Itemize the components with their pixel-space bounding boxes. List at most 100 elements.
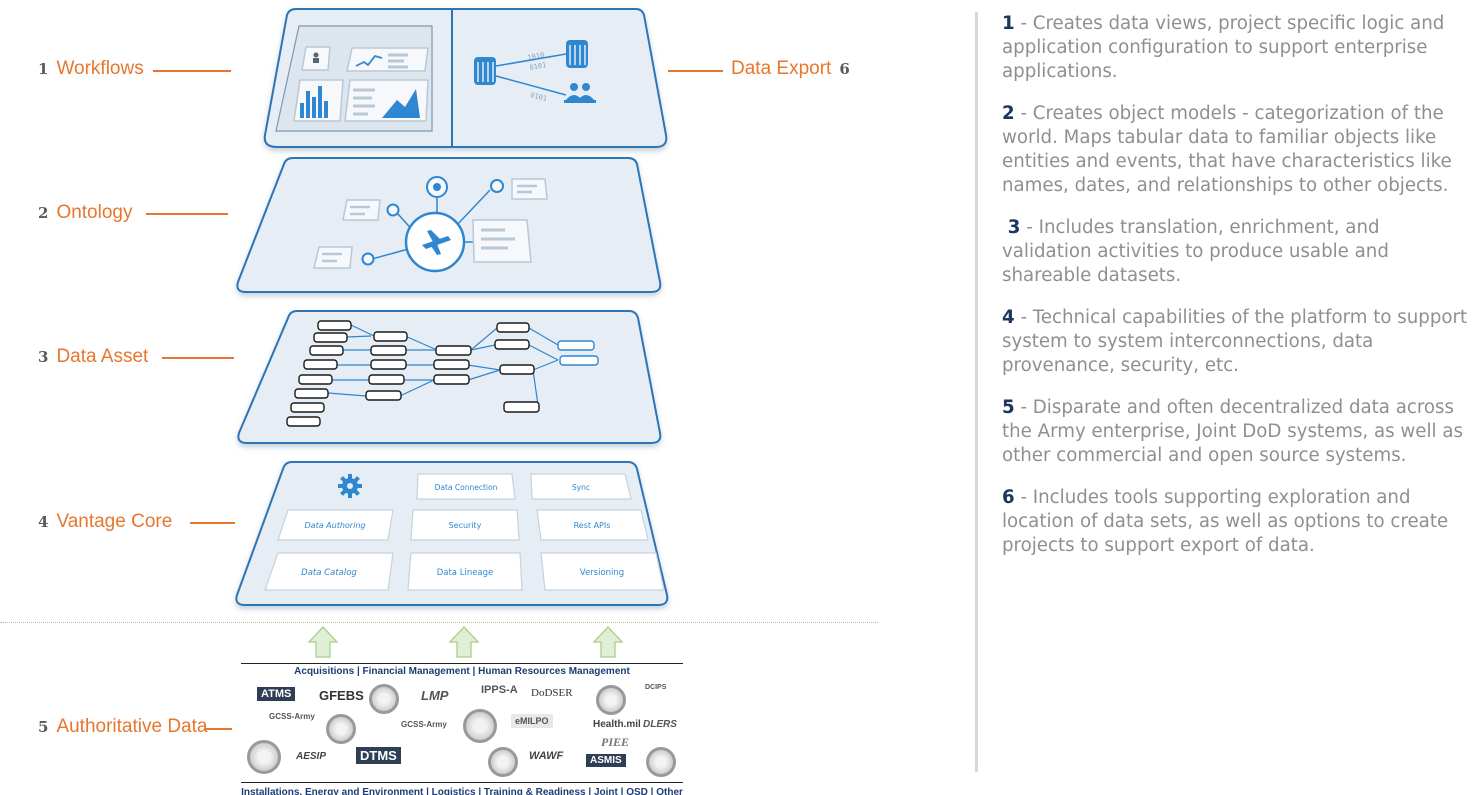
logo-aesip: AESIP — [296, 751, 327, 762]
tile-label: Data Lineage — [437, 568, 494, 578]
layer-name: Workflows — [56, 58, 144, 79]
connector-line — [190, 522, 235, 524]
layer-name: Data Export — [731, 58, 832, 79]
description-item: 6 - Includes tools supporting exploratio… — [1002, 486, 1470, 558]
seal-icon — [326, 714, 356, 744]
description-text: - Includes translation, enrichment, and … — [1002, 217, 1389, 286]
logo-asmis: ASMIS — [586, 754, 626, 767]
layer-number: 6 — [839, 60, 850, 78]
logo-ipps-a: IPPS-A — [481, 684, 518, 696]
logo-dcips: DCIPS — [645, 684, 667, 691]
layer-label-workflows: 1 Workflows — [38, 58, 144, 80]
tile-label: Data Catalog — [301, 568, 357, 578]
seal-icon — [463, 709, 497, 743]
description-text: - Disparate and often decentralized data… — [1002, 397, 1463, 466]
dotted-separator — [0, 622, 878, 623]
logo-health-mil: Health.mil — [593, 719, 641, 730]
connector-line — [146, 213, 228, 215]
tile-label: Data Authoring — [305, 521, 366, 530]
description-number: 2 — [1002, 103, 1015, 124]
seal-icon — [646, 747, 676, 777]
layer-number: 3 — [38, 348, 49, 366]
connector-line — [153, 70, 231, 72]
binary-label: 0101 — [530, 91, 548, 103]
up-arrow-icon — [592, 626, 624, 658]
layer-vantage-core: Data Connection Sync Data Authoring Secu… — [235, 461, 669, 606]
layer-ontology — [236, 157, 662, 293]
tile-label: Versioning — [580, 568, 624, 578]
layer-name: Ontology — [56, 202, 133, 223]
tile-label: Sync — [572, 483, 590, 492]
gear-icon — [338, 474, 362, 498]
authoritative-bottom-caption: Installations, Energy and Environment | … — [241, 787, 683, 795]
airplane-icon — [422, 230, 451, 255]
layer-name: Vantage Core — [56, 511, 173, 532]
dashboard-icon — [293, 46, 429, 122]
tile-rest-apis: Rest APIs — [536, 509, 649, 541]
layer-number: 5 — [38, 718, 49, 736]
logo-atms: ATMS — [257, 687, 296, 701]
layer-number: 2 — [38, 204, 49, 222]
logo-gcss-army: GCSS-Army — [269, 712, 315, 721]
data-asset-output-nodes — [557, 340, 599, 366]
logo-wawf: WAWF — [529, 750, 564, 762]
logo-emilpo: eMILPO — [511, 714, 553, 728]
tile-label: Rest APIs — [574, 521, 611, 530]
ontology-property-cards — [313, 178, 548, 269]
connector-line — [668, 70, 723, 72]
description-item: 1 - Creates data views, project specific… — [1002, 12, 1470, 84]
tile-data-connection: Data Connection — [416, 473, 516, 500]
layer-number: 4 — [38, 513, 49, 531]
binary-label: 0101 — [529, 61, 547, 72]
seal-icon — [596, 685, 626, 715]
binary-label: 1010 — [527, 51, 545, 62]
seal-icon — [247, 740, 281, 774]
layer-label-authoritative-data: 5 Authoritative Data — [38, 716, 207, 738]
layer-label-data-export: Data Export 6 — [731, 58, 850, 80]
description-number: 6 — [1002, 487, 1015, 508]
authoritative-data-block: Acquisitions | Financial Management | Hu… — [241, 663, 683, 795]
description-number: 5 — [1002, 397, 1015, 418]
layer-name: Data Asset — [56, 346, 149, 367]
layer-number: 1 — [38, 60, 49, 78]
logo-lmp: LMP — [421, 688, 449, 703]
tile-data-lineage: Data Lineage — [407, 552, 523, 591]
tile-sync: Sync — [530, 473, 632, 500]
description-number: 1 — [1002, 13, 1015, 34]
description-text: - Technical capabilities of the platform… — [1002, 307, 1468, 376]
data-pipeline-graph — [327, 324, 559, 406]
layer-stack-diagram: 1010 0101 0101 — [235, 8, 669, 658]
tile-security: Security — [410, 509, 520, 541]
tile-label: Security — [449, 521, 482, 530]
description-panel: 1 - Creates data views, project specific… — [975, 12, 1470, 772]
description-number: 4 — [1002, 307, 1015, 328]
description-text: - Creates data views, project specific l… — [1002, 13, 1445, 82]
description-text: - Includes tools supporting exploration … — [1002, 487, 1449, 556]
description-item: 5 - Disparate and often decentralized da… — [1002, 396, 1470, 468]
connector-line — [162, 357, 234, 359]
up-arrow-icon — [448, 626, 480, 658]
tile-versioning: Versioning — [540, 552, 665, 591]
connector-line — [204, 728, 232, 730]
layer-label-vantage-core: 4 Vantage Core — [38, 511, 172, 533]
seal-icon — [369, 684, 399, 714]
layer-workflows: 1010 0101 0101 — [263, 8, 668, 148]
logo-gfebs: GFEBS — [319, 688, 364, 703]
layer-data-asset — [237, 310, 662, 444]
description-item: 4 - Technical capabilities of the platfo… — [1002, 306, 1470, 378]
description-item: 3 - Includes translation, enrichment, an… — [1002, 216, 1470, 288]
logo-piee: PIEE — [601, 735, 630, 749]
server-icon — [566, 40, 588, 68]
logo-dlers: DLERS — [643, 719, 677, 730]
layer-label-data-asset: 3 Data Asset — [38, 346, 148, 368]
layer-label-ontology: 2 Ontology — [38, 202, 132, 224]
logo-gcss-army-2: GCSS-Army — [401, 720, 447, 729]
description-item: 2 - Creates object models - categorizati… — [1002, 102, 1470, 198]
logo-dodser: DoDSER — [531, 687, 573, 699]
description-text: - Creates object models - categorization… — [1002, 103, 1452, 196]
logo-dtms: DTMS — [356, 747, 401, 764]
tile-label: Data Connection — [435, 483, 498, 492]
layer-name: Authoritative Data — [56, 716, 208, 737]
up-arrow-icon — [307, 626, 339, 658]
description-number: 3 — [1007, 217, 1021, 238]
